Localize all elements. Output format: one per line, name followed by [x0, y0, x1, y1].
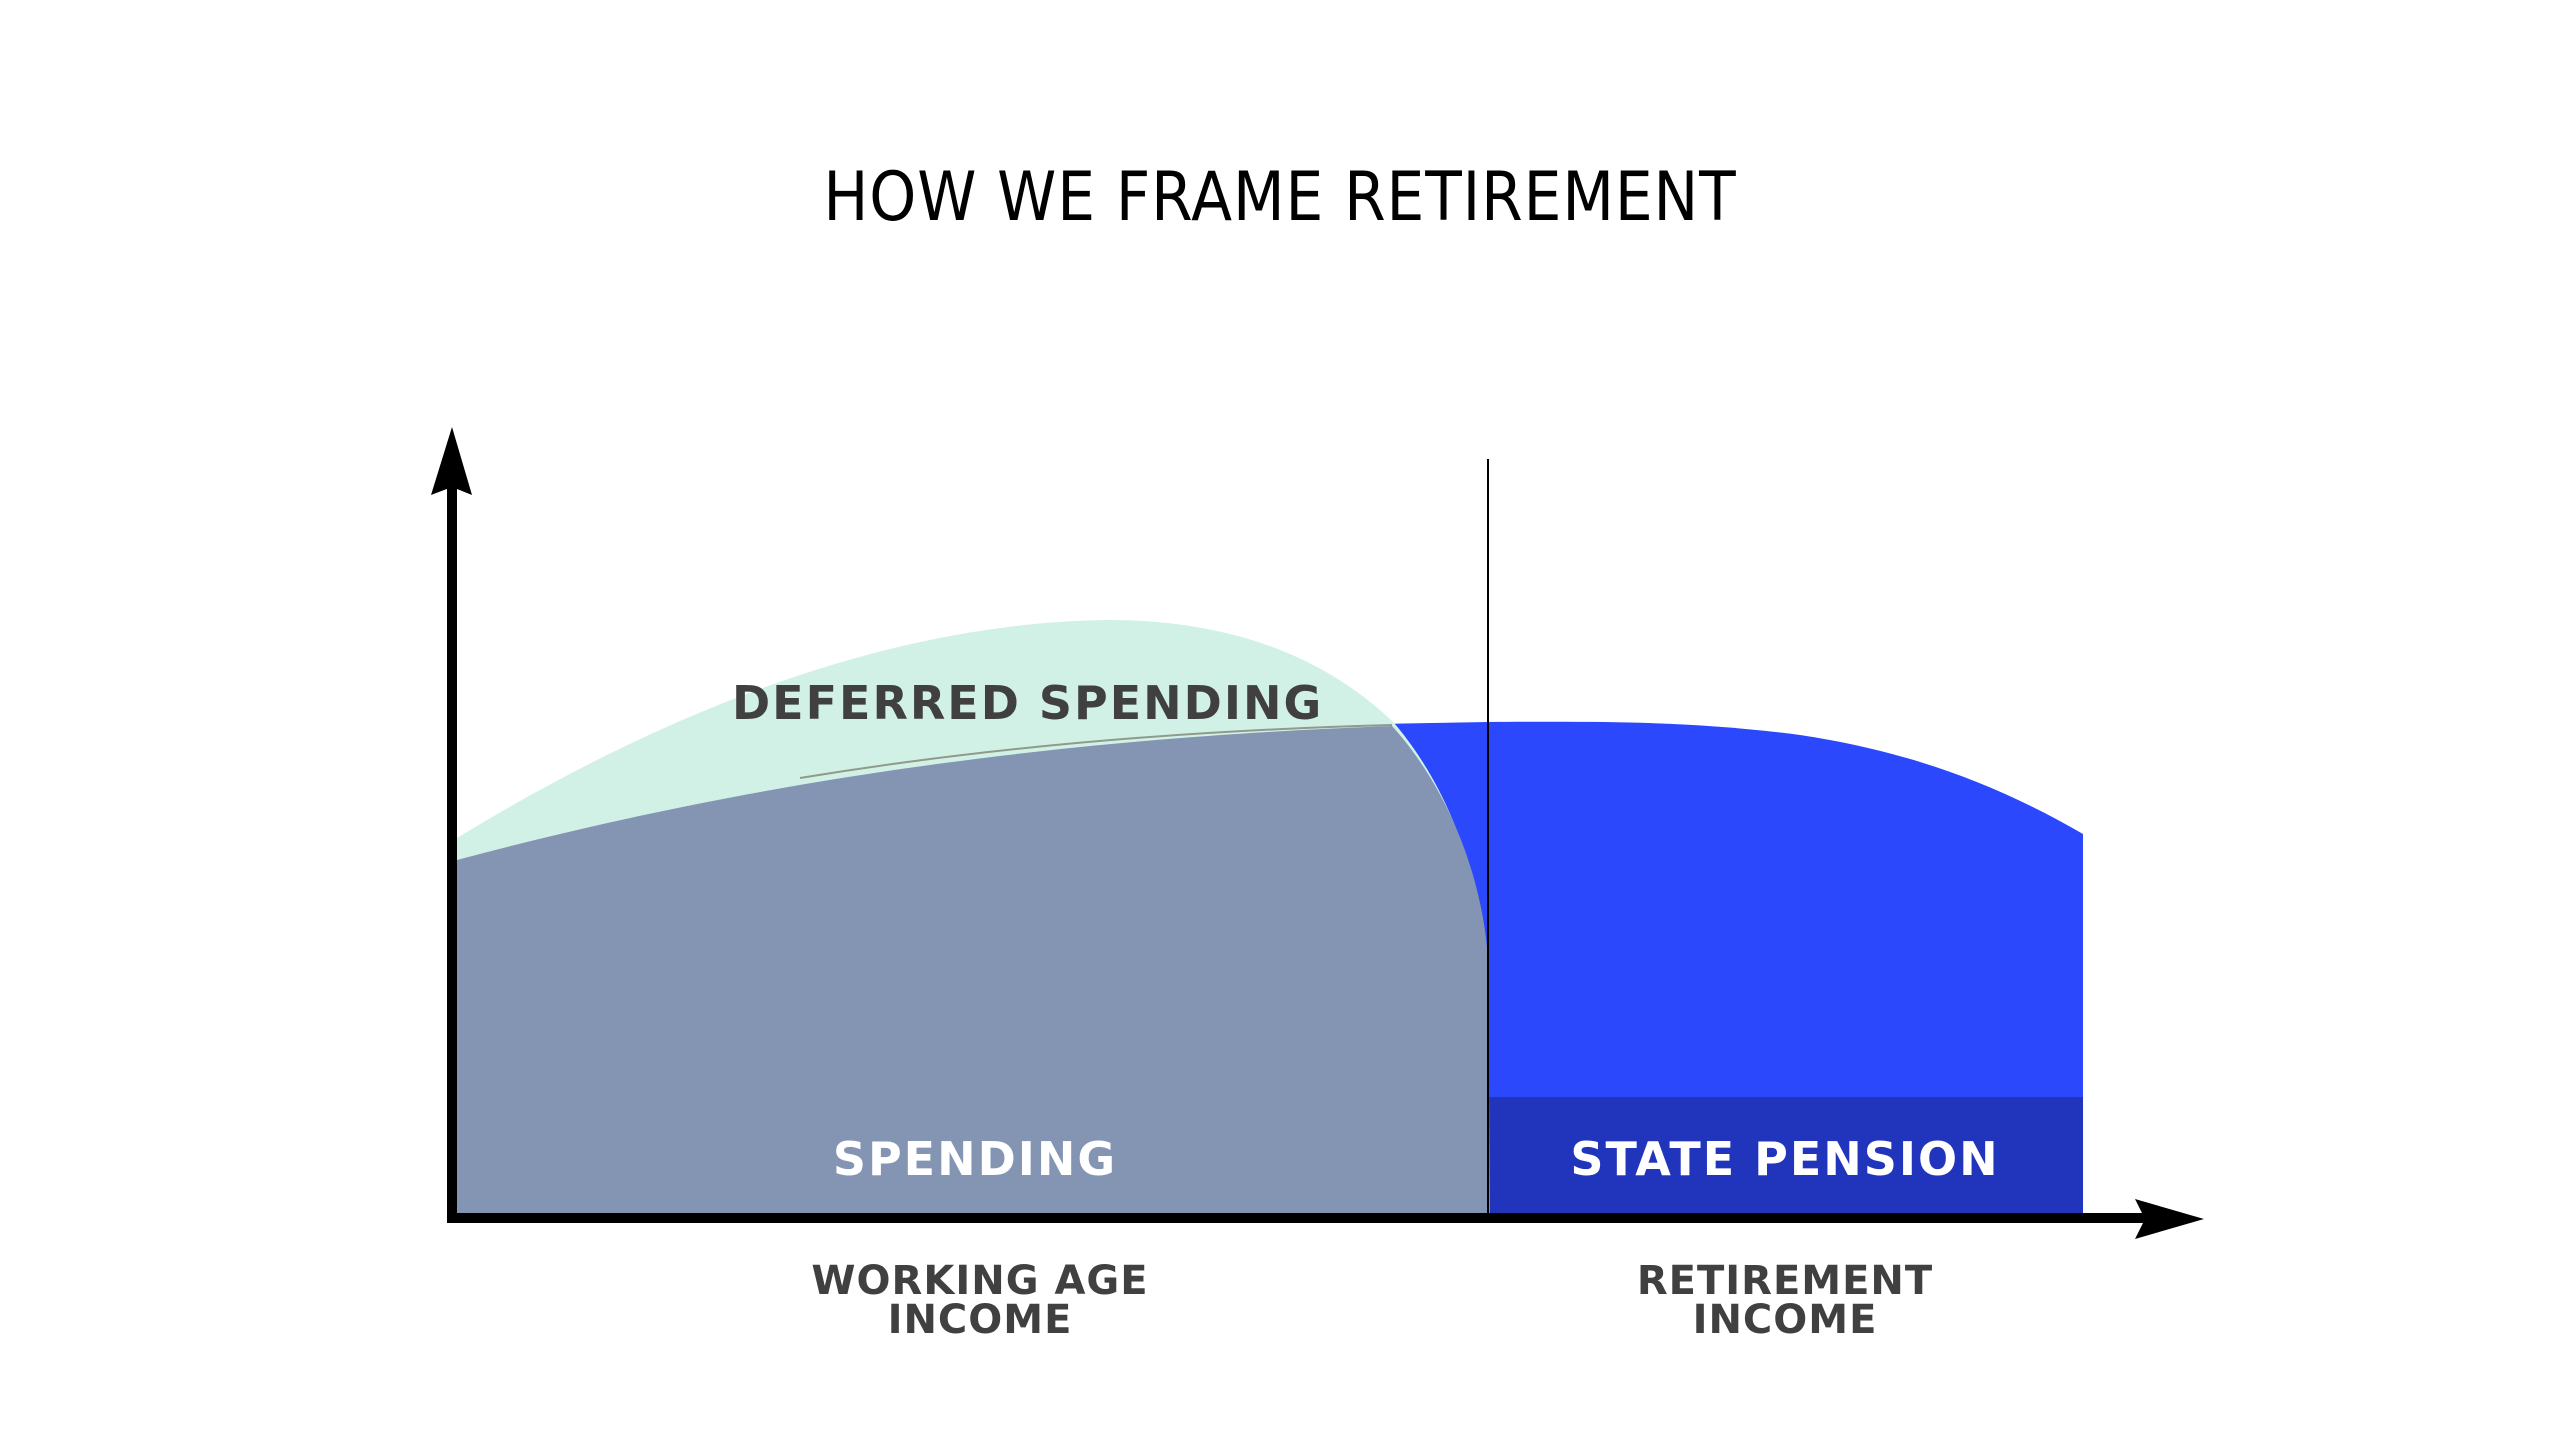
spending-label: SPENDING: [832, 1132, 1118, 1186]
x-axis: [447, 1213, 2147, 1223]
x-axis-arrow-icon: [2135, 1199, 2204, 1239]
x-label-working-age-line1: WORKING AGE: [811, 1258, 1149, 1304]
y-axis: [447, 480, 457, 1223]
chart-title: HOW WE FRAME RETIREMENT: [823, 158, 1737, 237]
x-label-retirement: RETIREMENT INCOME: [1570, 1258, 2000, 1343]
x-label-retirement-line2: INCOME: [1692, 1297, 1878, 1343]
spending-area: [457, 726, 1490, 1213]
spending-top-seam: [799, 724, 1393, 779]
retirement-income-area: [1380, 721, 2083, 1213]
state-pension-band: [1489, 1097, 2083, 1213]
x-label-retirement-line1: RETIREMENT: [1636, 1258, 1934, 1304]
x-label-working-age: WORKING AGE INCOME: [760, 1258, 1200, 1343]
y-axis-arrow-icon: [431, 427, 472, 495]
x-label-working-age-line2: INCOME: [887, 1297, 1073, 1343]
state-pension-label: STATE PENSION: [1570, 1132, 2000, 1186]
deferred-spending-label: DEFERRED SPENDING: [732, 676, 1324, 730]
